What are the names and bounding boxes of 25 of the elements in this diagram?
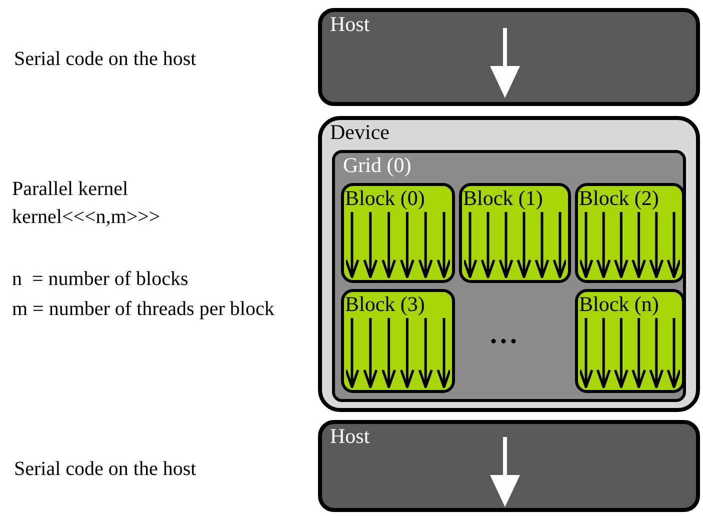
block-label: Block (0) <box>345 186 425 210</box>
block-box <box>575 183 685 283</box>
host-box <box>318 420 700 512</box>
block-label: Block (2) <box>579 186 659 210</box>
block-label: Block (1) <box>463 186 543 210</box>
device-box <box>318 116 700 412</box>
definition-text: m = number of threads per block <box>12 298 276 320</box>
block-box <box>341 183 455 283</box>
block-label: Block (3) <box>345 292 425 316</box>
definition-text: n = number of blocks <box>12 268 188 290</box>
block-box <box>341 289 455 393</box>
caption-text: Parallel kernel <box>12 178 128 200</box>
host-label: Host <box>330 12 370 36</box>
host-box <box>318 8 700 106</box>
block-box <box>575 289 685 393</box>
ellipsis: ... <box>490 324 520 346</box>
code-text: kernel<<<n,m>>> <box>12 206 160 228</box>
grid-box <box>332 150 686 402</box>
grid-label: Grid (0) <box>343 153 412 177</box>
device-label: Device <box>330 120 390 144</box>
caption-text: Serial code on the host <box>14 458 196 480</box>
block-box <box>459 183 571 283</box>
host-label: Host <box>330 424 370 448</box>
block-label: Block (n) <box>579 292 659 316</box>
caption-text: Serial code on the host <box>14 48 196 70</box>
